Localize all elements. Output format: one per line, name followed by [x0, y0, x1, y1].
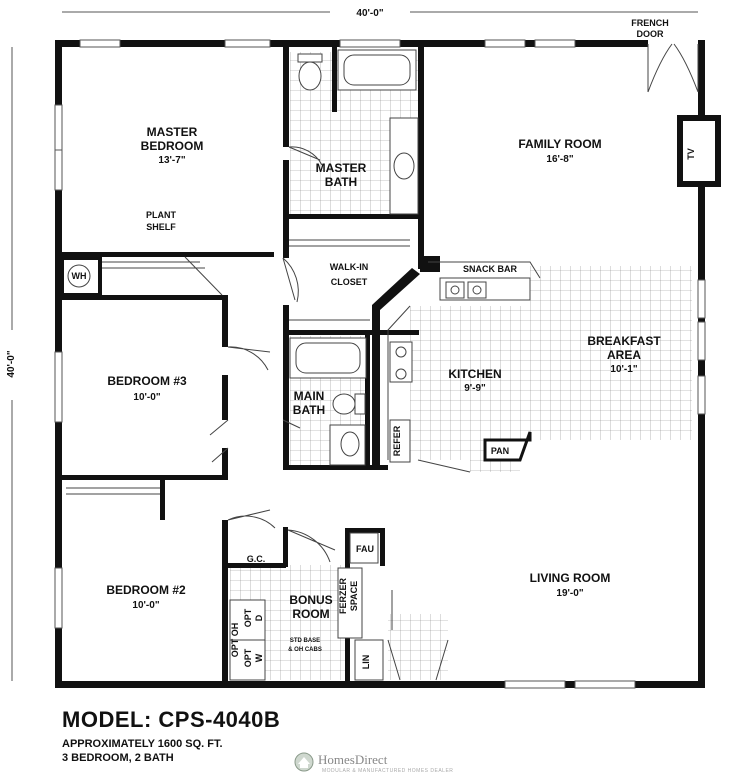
master-bedroom-label-2: BEDROOM [141, 139, 204, 153]
breakfast-area-size: 10'-1" [610, 364, 637, 375]
ferzer-space-label-2: SPACE [349, 581, 359, 611]
fau-label: FAU [356, 544, 374, 554]
opt-d-label-2: D [254, 614, 264, 621]
bedroom-bath-count: 3 BEDROOM, 2 BATH [62, 752, 174, 764]
main-bath-fixtures [289, 337, 367, 466]
square-footage: APPROXIMATELY 1600 SQ. FT. [62, 738, 223, 750]
wh-label: WH [72, 271, 87, 281]
opt-d-label-1: OPT [243, 608, 253, 627]
living-room-size: 19'-0" [556, 588, 583, 599]
bedroom3-label: BEDROOM #3 [107, 374, 187, 388]
kitchen-size: 9'-9" [464, 383, 486, 394]
french-door-label-1: FRENCH [631, 18, 669, 28]
kitchen-tile [410, 266, 692, 472]
snack-bar-label: SNACK BAR [463, 264, 518, 274]
bonus-room-fixtures [229, 532, 384, 681]
living-room-label: LIVING ROOM [530, 571, 611, 585]
master-bedroom-label-1: MASTER [147, 125, 198, 139]
kitchen-fixtures [387, 261, 541, 463]
brand-name: HomesDirect [318, 752, 388, 767]
master-bath-fixtures [297, 49, 419, 215]
bonus-room-label-1: BONUS [289, 593, 332, 607]
tv-niche [677, 115, 721, 187]
entry-tile [388, 614, 448, 680]
model-title: MODEL: CPS-4040B [62, 707, 281, 732]
std-base-label-1: STD BASE [290, 638, 320, 644]
windows [54, 39, 706, 689]
width-dimension: 40'-0" [356, 8, 383, 19]
breakfast-area-label-1: BREAKFAST [587, 334, 661, 348]
depth-dimension: 40'-0" [6, 350, 17, 377]
plant-shelf-label-2: SHELF [146, 222, 176, 232]
bedroom2-label: BEDROOM #2 [106, 583, 186, 597]
closet-shelves [66, 239, 410, 630]
gc-label: G.C. [247, 554, 266, 564]
walk-in-closet-label-2: CLOSET [331, 277, 368, 287]
interior-walls [62, 47, 440, 685]
master-bath-label-2: BATH [325, 175, 357, 189]
breakfast-area-label-2: AREA [607, 348, 641, 362]
kitchen-label: KITCHEN [448, 367, 501, 381]
walk-in-closet-label-1: WALK-IN [330, 262, 369, 272]
std-base-label-2: & OH CABS [288, 647, 322, 653]
water-heater [60, 256, 102, 297]
master-bedroom-size: 13'-7" [158, 155, 185, 166]
main-bath-label-1: MAIN [294, 389, 325, 403]
french-door-label-2: DOOR [637, 29, 665, 39]
door-swings [209, 146, 471, 681]
house-logo [294, 752, 314, 772]
main-bath-label-2: BATH [293, 403, 325, 417]
opt-oh-label: OPT OH [230, 623, 240, 658]
opt-w-label-2: W [254, 653, 264, 662]
opt-w-label-1: OPT [243, 648, 253, 667]
refer-label: REFER [392, 425, 402, 456]
bedroom2-size: 10'-0" [132, 600, 159, 611]
bonus-room-label-2: ROOM [292, 607, 329, 621]
family-room-label: FAMILY ROOM [518, 137, 601, 151]
master-bath-label-1: MASTER [316, 161, 367, 175]
brand-tagline: MODULAR & MANUFACTURED HOMES DEALER [322, 768, 454, 774]
pan-label: PAN [491, 446, 509, 456]
family-room-size: 16'-8" [546, 154, 573, 165]
bedroom3-size: 10'-0" [133, 392, 160, 403]
plant-shelf-label-1: PLANT [146, 210, 176, 220]
tv-label: TV [686, 148, 696, 160]
lin-label: LIN [361, 655, 371, 670]
french-door-swing [647, 40, 699, 93]
ferzer-space-label-1: FERZER [338, 577, 348, 614]
